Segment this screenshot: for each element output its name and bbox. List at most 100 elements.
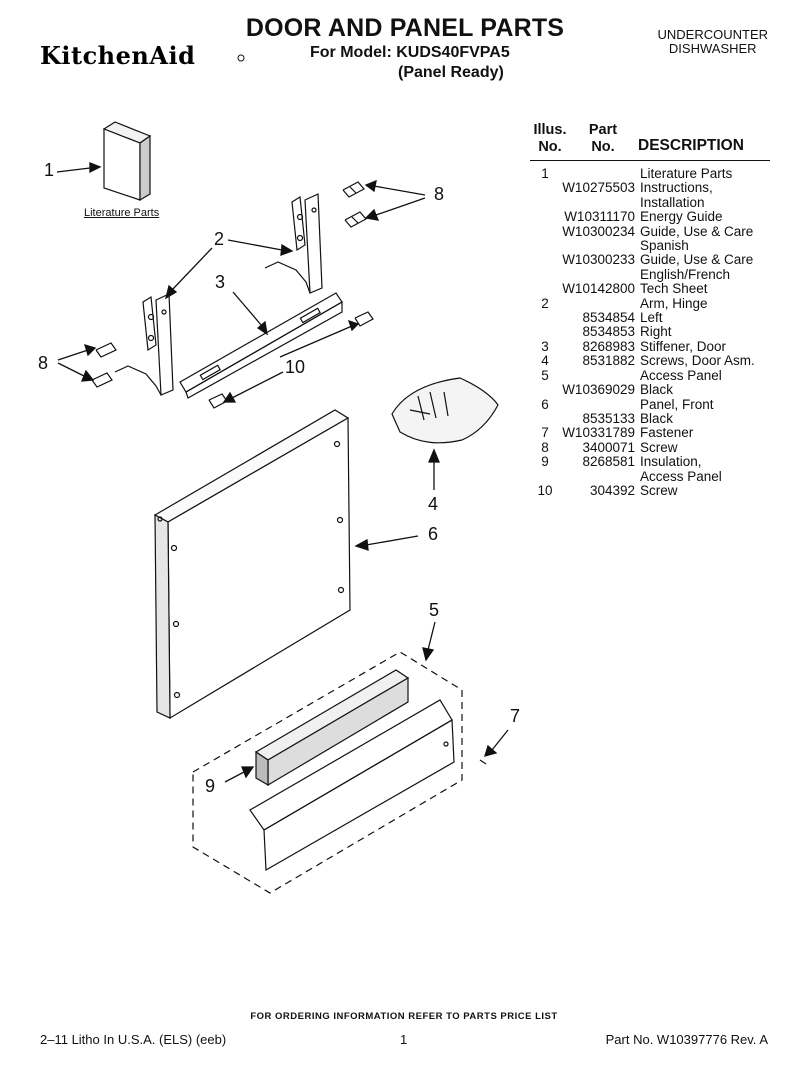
description-header: DESCRIPTION — [638, 137, 744, 154]
illus-number-cell: 8 — [541, 439, 549, 455]
table-row: 3 8268983 Stiffener, Door — [530, 338, 770, 354]
illus-number-cell: 6 — [541, 396, 549, 412]
illus-number-cell: 10 — [537, 482, 553, 498]
description-cell: Left — [640, 310, 663, 326]
illus-number-cell: 2 — [541, 295, 549, 311]
illus-number-cell: 7 — [541, 425, 549, 441]
screw-left-2 — [91, 372, 113, 388]
description-cell: Spanish — [640, 238, 689, 254]
description-cell: Energy Guide — [640, 209, 723, 225]
description-cell: Literature Parts — [640, 166, 733, 181]
callout-6: 6 — [428, 524, 439, 544]
table-row: 6 Panel, Front — [530, 396, 770, 412]
table-row: 9 8268581 Insulation, — [530, 454, 770, 470]
page-title: DOOR AND PANEL PARTS — [245, 14, 565, 42]
description-cell: Tech Sheet — [640, 281, 708, 297]
callout-8-upper: 8 — [434, 184, 445, 204]
fastener — [479, 759, 487, 765]
part-number-cell: W10275503 — [562, 180, 635, 196]
table-row: 8534853 Right — [530, 324, 770, 340]
part-number-cell: 8534854 — [582, 310, 635, 326]
table-row: Access Panel — [530, 468, 770, 484]
part-number-cell: W10369029 — [562, 382, 635, 398]
callout-1: 1 — [44, 160, 55, 180]
product-type: UNDERCOUNTER DISHWASHER — [657, 27, 769, 56]
litho-note: 2–11 Litho In U.S.A. (ELS) (eeb) — [40, 1032, 227, 1047]
table-row: 5 Access Panel — [530, 367, 770, 383]
insulation-strip — [254, 669, 410, 787]
callout-7: 7 — [510, 706, 521, 726]
illus-no-header: Illus.No. — [533, 122, 567, 155]
description-cell: Access Panel — [640, 468, 722, 484]
part-number-cell: W10300234 — [562, 223, 635, 239]
part-number-cell: 8535133 — [582, 410, 635, 426]
access-panel-group-outline — [192, 651, 463, 894]
part-number-cell: W10300233 — [562, 252, 635, 268]
ordering-note: FOR ORDERING INFORMATION REFER TO PARTS … — [250, 1011, 558, 1022]
screw-bag — [391, 377, 499, 444]
illus-number-cell: 3 — [541, 338, 549, 354]
part-number-cell: 8534853 — [582, 324, 635, 340]
page-number: 1 — [400, 1032, 408, 1047]
table-row: Spanish — [530, 238, 770, 254]
table-row: English/French — [530, 266, 770, 282]
description-cell: Screws, Door Asm. — [640, 353, 755, 369]
access-panel — [249, 699, 455, 872]
description-cell: Insulation, — [640, 454, 702, 470]
description-cell: Guide, Use & Care — [640, 252, 754, 268]
callout-8-left: 8 — [38, 353, 49, 373]
table-row: W10300234 Guide, Use & Care — [530, 223, 770, 239]
description-cell: Black — [640, 382, 674, 398]
table-row: 2 Arm, Hinge — [530, 295, 770, 311]
callout-3: 3 — [215, 272, 226, 292]
table-row: W10275503 Instructions, — [530, 180, 770, 196]
svg-text:KitchenAid: KitchenAid — [40, 41, 195, 70]
part-number-cell: W10142800 — [562, 281, 635, 297]
part-number-cell: W10331789 — [562, 425, 635, 441]
front-panel — [153, 409, 351, 720]
screw-upper-2 — [344, 211, 367, 228]
callout-10: 10 — [285, 357, 306, 377]
description-cell: Guide, Use & Care — [640, 223, 754, 239]
description-cell: English/French — [640, 266, 731, 282]
model-line: For Model: KUDS40FVPA5 — [310, 44, 510, 61]
screw-upper-1 — [342, 181, 365, 198]
table-row: W10369029 Black — [530, 382, 770, 398]
illus-number-cell: 9 — [541, 454, 549, 470]
table-row: 8534854 Left — [530, 310, 770, 326]
door-stiffener — [179, 292, 343, 399]
description-cell: Instructions, — [640, 180, 713, 196]
callout-5: 5 — [429, 600, 440, 620]
table-row: W10142800 Tech Sheet — [530, 281, 770, 297]
hinge-arm-left — [114, 293, 174, 396]
description-cell: Access Panel — [640, 367, 722, 383]
screw-stiffener-1 — [354, 311, 374, 327]
kitchenaid-logo: KitchenAid — [40, 41, 245, 70]
callout-4: 4 — [428, 494, 439, 514]
description-cell: Arm, Hinge — [640, 295, 708, 311]
description-cell: Panel, Front — [640, 396, 714, 412]
part-number-cell: 8268581 — [582, 454, 635, 470]
table-row: Installation — [530, 194, 770, 210]
description-cell: Installation — [640, 194, 705, 210]
callout-2: 2 — [214, 229, 225, 249]
part-number-cell: 304392 — [589, 482, 635, 498]
description-cell: Right — [640, 324, 672, 340]
screw-left-1 — [95, 342, 117, 358]
part-number-cell: 8268983 — [582, 338, 635, 354]
description-cell: Stiffener, Door — [640, 338, 727, 354]
illus-number-cell: 5 — [541, 367, 549, 383]
hinge-arm-right — [264, 193, 323, 294]
